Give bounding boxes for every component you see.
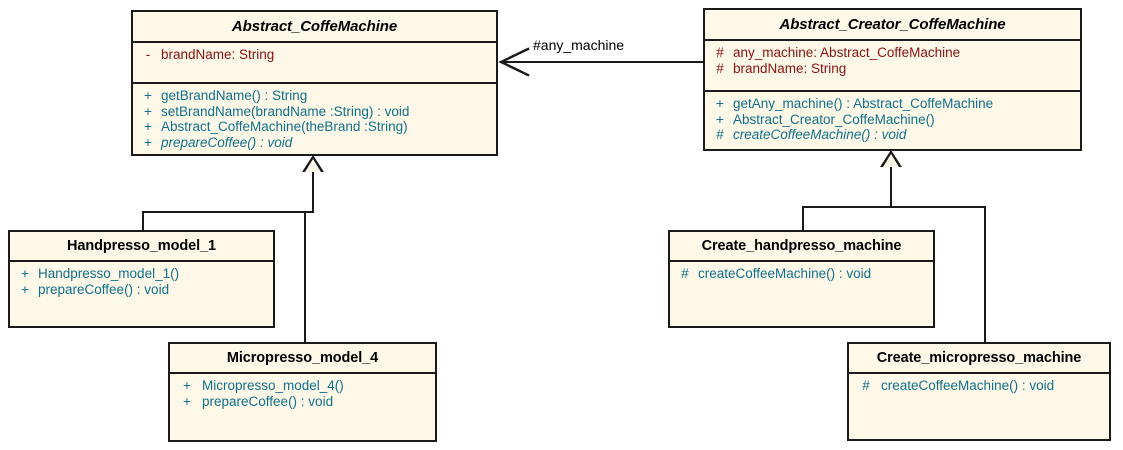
class-box-create-micropresso-machine[interactable]: Create_micropresso_machine # createCoffe… [847, 342, 1111, 441]
visibility-marker: # [716, 127, 724, 142]
operation-row: + prepareCoffee() : void [172, 394, 433, 410]
compartment-divider [10, 260, 273, 262]
association-open-arrowhead [498, 47, 530, 77]
generalization-triangle-left-inner [305, 159, 321, 172]
class-name-handpresso-model-1: Handpresso_model_1 [67, 238, 216, 254]
operation-text: setBrandName(brandName :String) : void [161, 103, 410, 119]
operation-text: prepareCoffee() : void [161, 134, 293, 150]
class-name-create-micropresso-machine: Create_micropresso_machine [876, 350, 1082, 366]
association-line [500, 61, 703, 63]
operation-row: + prepareCoffee() : void [135, 135, 494, 151]
operation-row: + Abstract_CoffeMachine(theBrand :String… [135, 119, 494, 135]
compartment-divider [133, 82, 496, 84]
operation-text: getAny_machine() : Abstract_CoffeMachine [733, 96, 994, 111]
attribute-text: any_machine: Abstract_CoffeMachine [733, 45, 961, 60]
visibility-marker: + [183, 378, 191, 393]
compartment-divider [849, 372, 1109, 374]
generalization-right-crossbar [802, 206, 986, 208]
attribute-row: # any_machine: Abstract_CoffeMachine [707, 45, 1078, 61]
operation-row: # createCoffeeMachine() : void [672, 266, 931, 282]
operations-compartment-create-handpresso-machine: # createCoffeeMachine() : void [670, 262, 933, 326]
operation-text: Handpresso_model_1() [38, 266, 180, 281]
visibility-marker: + [144, 119, 152, 134]
generalization-left-stem [312, 171, 314, 213]
attributes-compartment-abstract-creator-coffemachine: # any_machine: Abstract_CoffeMachine # b… [705, 41, 1080, 90]
class-box-abstract-creator-coffemachine[interactable]: Abstract_Creator_CoffeMachine # any_mach… [703, 8, 1082, 151]
operations-compartment-abstract-coffemachine: + getBrandName() : String + setBrandName… [133, 84, 496, 154]
attribute-row: # brandName: String [707, 61, 1078, 77]
operation-row: + getAny_machine() : Abstract_CoffeMachi… [707, 96, 1078, 112]
operations-compartment-abstract-creator-coffemachine: + getAny_machine() : Abstract_CoffeMachi… [705, 92, 1080, 149]
visibility-marker: + [21, 281, 29, 297]
operation-row: + getBrandName() : String [135, 88, 494, 104]
visibility-marker: - [145, 47, 151, 62]
operation-text: createCoffeeMachine() : void [881, 378, 1055, 393]
operation-text: Abstract_Creator_CoffeMachine() [733, 111, 935, 127]
visibility-marker: + [21, 266, 29, 281]
visibility-marker: + [716, 111, 724, 127]
operation-row: + Abstract_Creator_CoffeMachine() [707, 112, 1078, 128]
compartment-divider [670, 260, 933, 262]
operation-row: # createCoffeeMachine() : void [851, 378, 1107, 394]
association-label: #any_machine [533, 37, 625, 53]
visibility-marker: # [862, 378, 870, 393]
generalization-triangle-right-inner [883, 154, 899, 167]
operation-text: createCoffeeMachine() : void [698, 266, 872, 281]
compartment-divider [133, 41, 496, 43]
visibility-marker: + [183, 393, 191, 409]
operation-text: prepareCoffee() : void [38, 281, 170, 297]
compartment-divider [705, 90, 1080, 92]
generalization-left-crossbar [142, 211, 314, 213]
operation-text: prepareCoffee() : void [202, 393, 334, 409]
operation-row: + setBrandName(brandName :String) : void [135, 104, 494, 120]
operations-compartment-create-micropresso-machine: # createCoffeeMachine() : void [849, 374, 1109, 439]
operation-row: + Micropresso_model_4() [172, 378, 433, 394]
operation-row: + prepareCoffee() : void [12, 282, 271, 298]
operation-text: Micropresso_model_4() [202, 378, 344, 393]
visibility-marker: # [716, 45, 724, 60]
visibility-marker: + [144, 134, 152, 150]
compartment-divider [170, 372, 435, 374]
operation-text: Abstract_CoffeMachine(theBrand :String) [161, 119, 408, 134]
generalization-right-drop-micropresso [984, 206, 986, 342]
generalization-right-drop-handpresso [802, 206, 804, 231]
class-name-abstract-creator-coffemachine: Abstract_Creator_CoffeMachine [779, 16, 1006, 33]
attribute-row: - brandName: String [135, 47, 494, 63]
class-name-abstract-coffemachine: Abstract_CoffeMachine [231, 18, 398, 35]
operation-row: + Handpresso_model_1() [12, 266, 271, 282]
class-name-create-handpresso-machine: Create_handpresso_machine [701, 238, 902, 254]
attribute-text: brandName: String [161, 47, 275, 62]
generalization-left-drop-micropresso [304, 211, 306, 343]
visibility-marker: + [144, 103, 152, 119]
class-box-micropresso-model-4[interactable]: Micropresso_model_4 + Micropresso_model_… [168, 342, 437, 442]
visibility-marker: # [681, 266, 689, 281]
visibility-marker: + [716, 96, 724, 111]
class-box-abstract-coffemachine[interactable]: Abstract_CoffeMachine - brandName: Strin… [131, 10, 498, 156]
class-name-micropresso-model-4: Micropresso_model_4 [226, 350, 379, 366]
class-box-create-handpresso-machine[interactable]: Create_handpresso_machine # createCoffee… [668, 230, 935, 328]
attributes-compartment-abstract-coffemachine: - brandName: String [133, 43, 496, 82]
operation-row: # createCoffeeMachine() : void [707, 127, 1078, 143]
compartment-divider [705, 39, 1080, 41]
generalization-left-drop-handpresso [142, 211, 144, 231]
class-box-handpresso-model-1[interactable]: Handpresso_model_1 + Handpresso_model_1(… [8, 230, 275, 328]
visibility-marker: # [716, 60, 724, 76]
visibility-marker: + [144, 88, 152, 103]
operation-text: createCoffeeMachine() : void [733, 127, 907, 142]
operation-text: getBrandName() : String [161, 88, 308, 103]
attribute-text: brandName: String [733, 60, 847, 76]
operations-compartment-handpresso-model-1: + Handpresso_model_1() + prepareCoffee()… [10, 262, 273, 326]
generalization-right-stem [890, 166, 892, 208]
operations-compartment-micropresso-model-4: + Micropresso_model_4() + prepareCoffee(… [170, 374, 435, 440]
